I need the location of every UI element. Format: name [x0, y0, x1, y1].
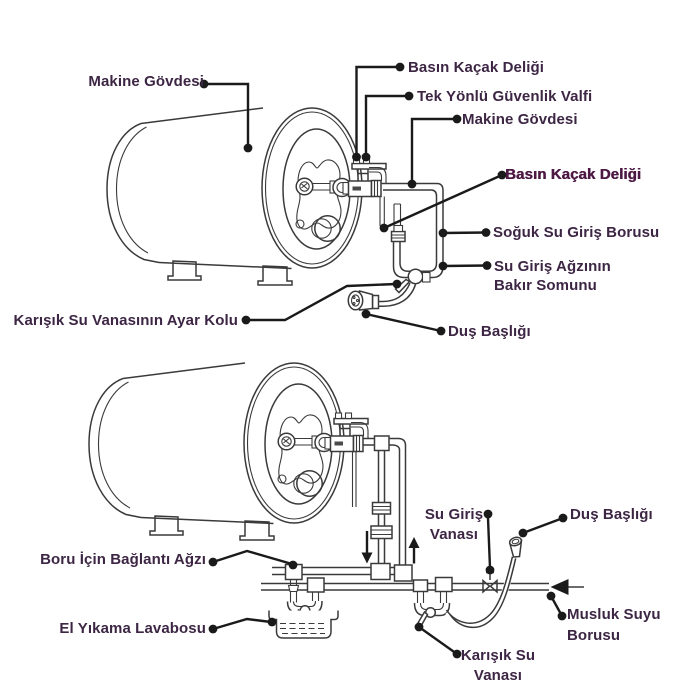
label-line: Borusu: [567, 627, 621, 644]
label-line: Vanası: [429, 526, 479, 543]
label-line: Karışık Su: [460, 647, 536, 664]
label-mixer-valve-lever: Karışık Su Vanasının Ayar Kolu: [13, 312, 238, 329]
top-diagram: [106, 62, 507, 336]
shower-head-bottom: [508, 536, 523, 558]
label-line: Su Giriş Ağzının: [494, 258, 611, 275]
label-line: Musluk Suyu: [567, 606, 661, 623]
label-shower-head-top: Duş Başlığı: [448, 323, 531, 340]
bottom-leaders: [208, 509, 568, 659]
label-tap-water-pipe: Musluk Suyu Borusu: [567, 604, 661, 646]
bottom-diagram: [88, 362, 584, 659]
label-machine-body-top: Makine Gövdesi: [88, 73, 204, 90]
flow-arrow-down-icon: [361, 531, 373, 564]
label-cold-water-inlet-pipe: Soğuk Su Giriş Borusu: [493, 224, 660, 241]
label-pipe-connection-port: Boru İçin Bağlantı Ağzı: [40, 551, 206, 568]
label-pressure-leak-hole-bold: Basın Kaçak Deliği: [505, 166, 642, 183]
shower-mixer-valve: [412, 576, 453, 629]
shower-head-top: [347, 290, 380, 311]
label-pressure-leak-hole-top: Basın Kaçak Deliği: [408, 59, 545, 76]
label-inlet-copper-nut: Su Giriş Ağzının Bakır Somunu: [494, 257, 611, 295]
bottom-piping: [261, 435, 584, 639]
label-shower-head-bottom: Duş Başlığı: [570, 506, 653, 523]
top-leaders: [199, 62, 507, 336]
tap-water-inlet-arrow-icon: [550, 579, 584, 595]
water-inlet-valve: [482, 571, 498, 594]
label-hand-wash-sink: El Yıkama Lavabosu: [59, 620, 206, 637]
label-mixed-water-valve: Karışık Su Vanası: [452, 646, 544, 686]
top-piping: [347, 182, 444, 311]
label-one-way-safety-valve: Tek Yönlü Güvenlik Valfi: [417, 88, 593, 105]
hand-wash-sink: [268, 610, 339, 639]
label-machine-body-right: Makine Gövdesi: [462, 111, 578, 128]
label-line: Su Giriş: [424, 506, 484, 523]
flow-arrow-up-icon: [408, 537, 420, 564]
label-line: Bakır Somunu: [494, 277, 597, 294]
label-water-inlet-valve: Su Giriş Vanası: [421, 505, 487, 545]
label-line: Vanası: [473, 667, 523, 684]
